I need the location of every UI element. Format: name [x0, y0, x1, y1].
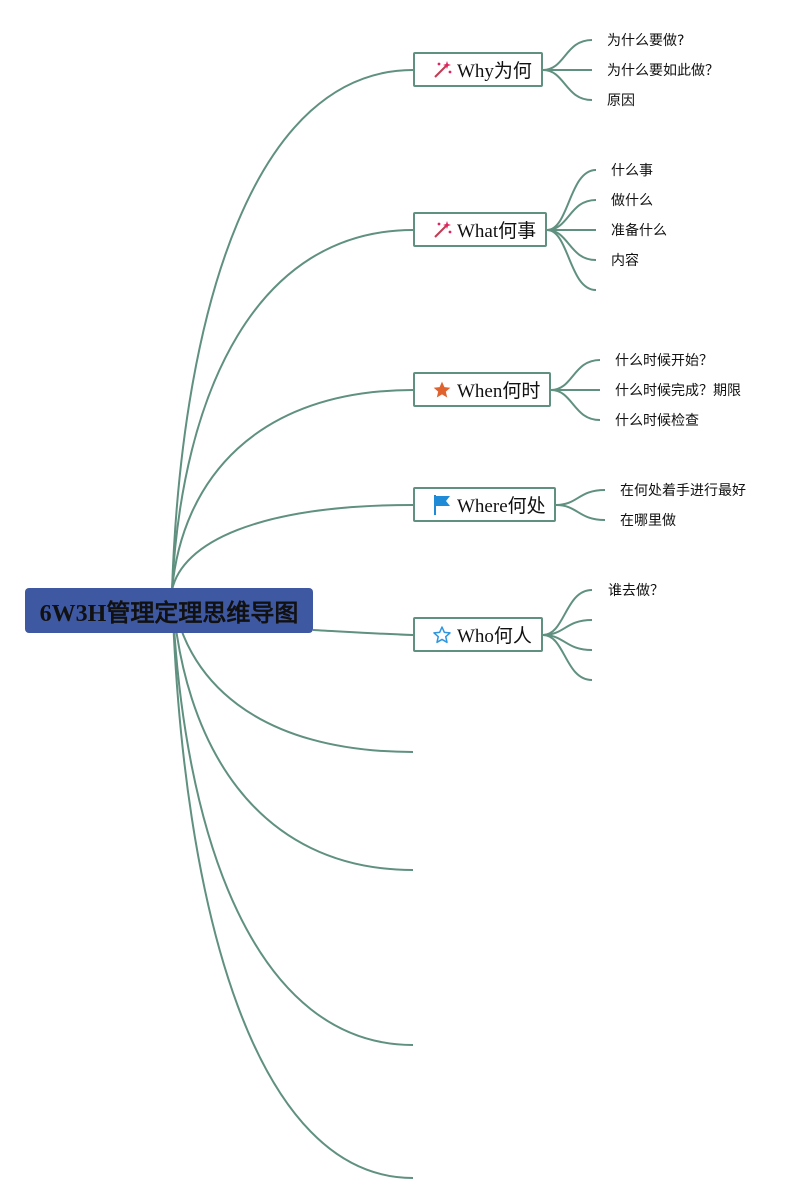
- branch-who[interactable]: Who何人: [413, 617, 543, 652]
- subtopic-when-1[interactable]: 什么时候开始？: [615, 353, 713, 369]
- subtopic-why-3[interactable]: 原因: [607, 93, 635, 109]
- connector-root-empty-3: [171, 589, 414, 1046]
- connector-root-empty-4: [171, 589, 414, 1179]
- connector-root-who: [312, 629, 414, 636]
- branch-label: When何时: [457, 381, 541, 402]
- subtopic-what-3[interactable]: 准备什么: [611, 223, 667, 239]
- connector-branch-4-sub-1: [555, 489, 606, 506]
- flag-icon: [431, 494, 453, 516]
- subtopic-what-2[interactable]: 做什么: [611, 193, 653, 209]
- branch-label: What何事: [457, 221, 537, 242]
- branch-when[interactable]: When何时: [413, 372, 551, 407]
- connector-branch-3-sub-3: [550, 389, 601, 421]
- connector-branch-1-sub-3: [542, 69, 593, 101]
- branch-label: Why为何: [457, 61, 532, 82]
- connector-branch-2-sub-5: [546, 229, 597, 291]
- connector-root-where: [171, 504, 414, 591]
- subtopic-what-1[interactable]: 什么事: [611, 163, 653, 179]
- subtopic-why-2[interactable]: 为什么要如此做？: [607, 63, 719, 79]
- connector-root-why: [171, 69, 414, 591]
- connector-branch-1-sub-1: [542, 39, 593, 71]
- central-topic[interactable]: 6W3H管理定理思维导图: [25, 588, 313, 633]
- connector-root-empty-2: [171, 589, 414, 871]
- branch-label: Where何处: [457, 496, 546, 517]
- branch-label: Who何人: [457, 626, 532, 647]
- connector-root-when: [171, 389, 414, 591]
- connector-branch-2-sub-1: [546, 169, 597, 231]
- sparkle-wand-icon: [431, 59, 453, 81]
- subtopic-why-1[interactable]: 为什么要做?: [607, 33, 685, 49]
- subtopic-when-3[interactable]: 什么时候检查: [615, 413, 699, 429]
- central-topic-title: 6W3H管理定理思维导图: [39, 601, 299, 627]
- connector-root-what: [171, 229, 414, 591]
- branch-where[interactable]: Where何处: [413, 487, 556, 522]
- star-outline-icon: [431, 624, 453, 646]
- connector-branch-2-sub-4: [546, 229, 597, 261]
- sparkle-wand-icon: [431, 219, 453, 241]
- subtopic-when-2[interactable]: 什么时候完成？期限: [615, 383, 741, 399]
- subtopic-who-1[interactable]: 谁去做？: [608, 583, 664, 599]
- connector-branch-5-sub-4: [542, 634, 593, 681]
- star-filled-icon: [431, 379, 453, 401]
- branch-what[interactable]: What何事: [413, 212, 547, 247]
- connector-branch-4-sub-2: [555, 504, 606, 521]
- connector-branch-2-sub-2: [546, 199, 597, 231]
- subtopic-where-1[interactable]: 在何处着手进行最好: [620, 483, 746, 499]
- subtopic-where-2[interactable]: 在哪里做: [620, 513, 676, 529]
- connector-branch-3-sub-1: [550, 359, 601, 391]
- connector-branch-5-sub-1: [542, 589, 593, 636]
- subtopic-what-4[interactable]: 内容: [611, 253, 639, 269]
- branch-why[interactable]: Why为何: [413, 52, 543, 87]
